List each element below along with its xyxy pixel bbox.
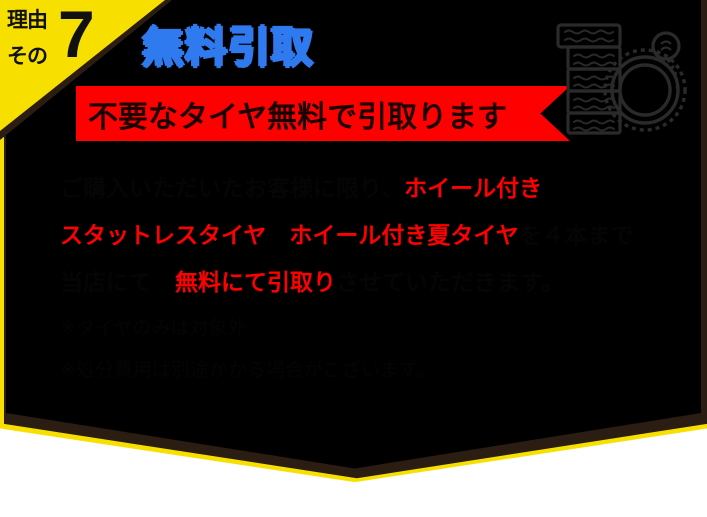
body-copy-text: させていただきます。: [336, 270, 564, 296]
ribbon-reason-number: 7: [58, 0, 95, 71]
body-copy-emphasis: ホイール付き: [404, 176, 543, 202]
stacked-tires-icon: [556, 23, 687, 135]
ribbon-label-line1: 理由: [7, 8, 48, 32]
ribbon-label-line2: その: [7, 44, 48, 68]
body-copy-emphasis: スタットレスタイヤ: [60, 223, 267, 249]
body-copy-line: スタットレスタイヤ ホイール付き夏タイヤを４本まで: [60, 213, 660, 260]
page-title: 無料引取: [142, 23, 315, 72]
body-copy-line: ※タイヤのみは対象外: [60, 307, 660, 349]
body-copy-emphasis: 無料にて引取り: [175, 270, 336, 296]
body-copy-line: 当店にて 無料にて引取りさせていただきます。: [60, 260, 660, 307]
body-copy-text: [266, 223, 289, 249]
red-ribbon-text: 不要なタイヤ無料で引取ります: [88, 99, 508, 135]
body-copy: ご購入いただいたお客様に限り、ホイール付きスタットレスタイヤ ホイール付き夏タイ…: [60, 166, 660, 391]
body-copy-emphasis: ホイール付き夏タイヤ: [289, 223, 519, 249]
body-copy-line: ご購入いただいたお客様に限り、ホイール付き: [60, 166, 660, 213]
ribbon-label: 理由 その: [7, 7, 61, 69]
body-copy-text: ご購入いただいたお客様に限り、: [60, 176, 405, 202]
body-copy-text: ※タイヤのみは対象外: [60, 317, 247, 339]
body-copy-line: ※処分費用は別途かかる場合がございます。: [60, 349, 660, 391]
red-ribbon-band: 不要なタイヤ無料で引取ります: [76, 86, 570, 141]
body-copy-text: を４本まで: [518, 223, 634, 249]
body-copy-text: ※処分費用は別途かかる場合がございます。: [60, 359, 436, 381]
panel-black-body: [6, 0, 701, 469]
body-copy-text: 当店にて: [60, 270, 175, 296]
